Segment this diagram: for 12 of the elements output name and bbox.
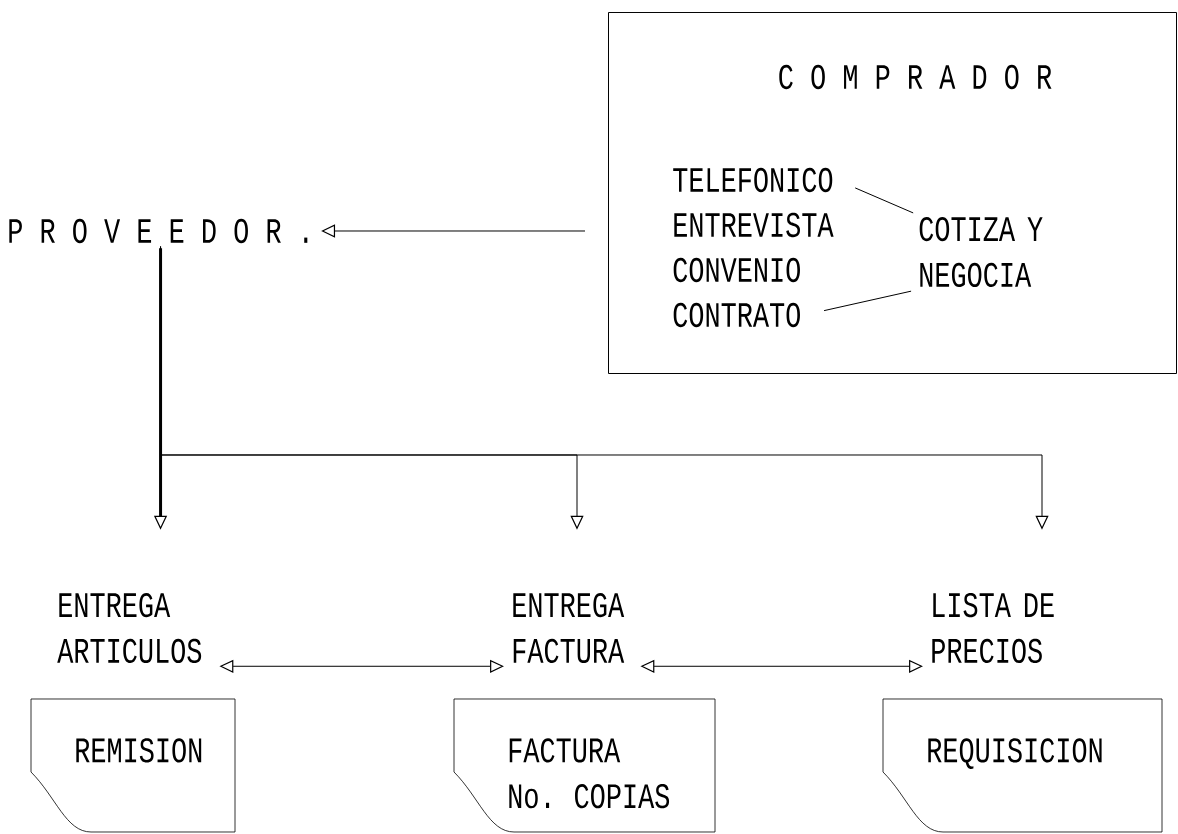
connector-line xyxy=(823,290,912,312)
text-label: TELEFONICO xyxy=(673,167,833,193)
text-label: LISTA DE PRECIOS xyxy=(932,592,1054,664)
text-label: P R O V E E D O R . xyxy=(9,218,308,244)
text-label: ENTREVISTA xyxy=(674,212,834,238)
text-label: CONTRATO xyxy=(673,302,800,328)
text-label: CONVENIO xyxy=(673,257,800,283)
arrow xyxy=(321,224,586,238)
text-label: ENTREGA ARTICULOS xyxy=(57,592,202,664)
text-label: COTIZA Y NEGOCIA xyxy=(919,216,1043,288)
text-label: ENTREGA FACTURA xyxy=(513,592,625,664)
connector-line xyxy=(854,187,914,214)
